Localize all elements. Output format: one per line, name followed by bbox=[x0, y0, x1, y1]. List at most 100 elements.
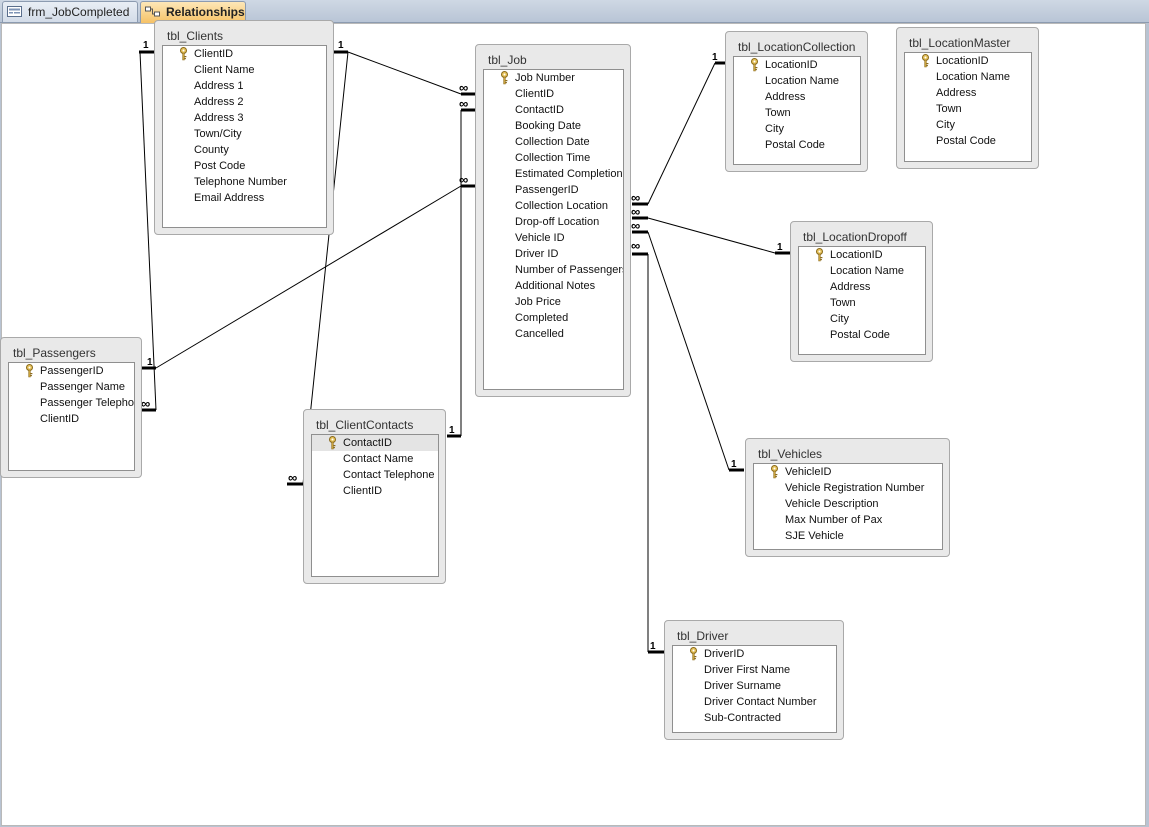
field-name: SJE Vehicle bbox=[785, 530, 844, 542]
field-name: ClientID bbox=[343, 485, 383, 497]
field-name: Cancelled bbox=[515, 328, 564, 340]
field-item[interactable]: Collection Location bbox=[484, 198, 623, 214]
field-item[interactable]: PassengerID bbox=[484, 182, 623, 198]
primary-key-field[interactable]: Job Number bbox=[484, 70, 623, 86]
field-item[interactable]: Town bbox=[905, 101, 1031, 117]
field-item[interactable]: Booking Date bbox=[484, 118, 623, 134]
field-item[interactable]: Town bbox=[799, 295, 925, 311]
field-item[interactable]: ClientID bbox=[312, 483, 438, 499]
field-item[interactable]: Postal Code bbox=[799, 327, 925, 343]
field-item[interactable]: Max Number of Pax bbox=[754, 512, 942, 528]
field-item[interactable]: ContactID bbox=[484, 102, 623, 118]
field-item[interactable]: Vehicle Registration Number bbox=[754, 480, 942, 496]
field-item[interactable]: Address bbox=[799, 279, 925, 295]
field-item[interactable]: Vehicle ID bbox=[484, 230, 623, 246]
field-item[interactable]: Number of Passengers bbox=[484, 262, 623, 278]
field-name: ClientID bbox=[194, 48, 234, 60]
field-name: PassengerID bbox=[515, 184, 579, 196]
field-item[interactable]: Driver Contact Number bbox=[673, 694, 836, 710]
field-item[interactable]: Sub-Contracted bbox=[673, 710, 836, 726]
field-item[interactable]: Address bbox=[734, 89, 860, 105]
field-name: Town bbox=[765, 107, 791, 119]
field-item[interactable]: Passenger Name bbox=[9, 379, 134, 395]
field-item[interactable]: SJE Vehicle bbox=[754, 528, 942, 544]
primary-key-field[interactable]: ClientID bbox=[163, 46, 326, 62]
primary-key-icon bbox=[689, 647, 698, 661]
field-item[interactable]: Client Name bbox=[163, 62, 326, 78]
field-item[interactable]: Collection Time bbox=[484, 150, 623, 166]
field-name: Postal Code bbox=[936, 135, 996, 147]
primary-key-field[interactable]: DriverID bbox=[673, 646, 836, 662]
field-item[interactable]: Drop-off Location bbox=[484, 214, 623, 230]
field-name: ClientID bbox=[40, 413, 80, 425]
field-item[interactable]: Post Code bbox=[163, 158, 326, 174]
field-item[interactable]: Contact Name bbox=[312, 451, 438, 467]
field-item[interactable]: Completed bbox=[484, 310, 623, 326]
field-item[interactable]: Contact Telephone bbox=[312, 467, 438, 483]
field-item[interactable]: City bbox=[905, 117, 1031, 133]
field-item[interactable]: Address 2 bbox=[163, 94, 326, 110]
field-item[interactable]: Vehicle Description bbox=[754, 496, 942, 512]
field-item[interactable]: City bbox=[799, 311, 925, 327]
primary-key-icon bbox=[770, 465, 779, 479]
field-item[interactable]: Collection Date bbox=[484, 134, 623, 150]
field-item[interactable]: Driver ID bbox=[484, 246, 623, 262]
field-item[interactable]: Location Name bbox=[734, 73, 860, 89]
primary-key-field[interactable]: LocationID bbox=[799, 247, 925, 263]
field-item[interactable]: Additional Notes bbox=[484, 278, 623, 294]
field-item[interactable]: ClientID bbox=[9, 411, 134, 427]
field-item[interactable]: Location Name bbox=[905, 69, 1031, 85]
field-item[interactable]: Postal Code bbox=[734, 137, 860, 153]
field-item[interactable]: County bbox=[163, 142, 326, 158]
field-name: Address 2 bbox=[194, 96, 244, 108]
field-name: Estimated Completion bbox=[515, 168, 623, 180]
field-item[interactable]: Passenger Telephone bbox=[9, 395, 134, 411]
field-item[interactable]: Job Price bbox=[484, 294, 623, 310]
field-item[interactable]: Town bbox=[734, 105, 860, 121]
tab-frm-jobcompleted[interactable]: frm_JobCompleted bbox=[2, 1, 138, 22]
field-item[interactable]: Email Address bbox=[163, 190, 326, 206]
primary-key-field[interactable]: LocationID bbox=[734, 57, 860, 73]
field-item[interactable]: Town/City bbox=[163, 126, 326, 142]
field-item[interactable]: Address bbox=[905, 85, 1031, 101]
primary-key-field[interactable]: VehicleID bbox=[754, 464, 942, 480]
field-item[interactable]: Driver First Name bbox=[673, 662, 836, 678]
field-name: Location Name bbox=[936, 71, 1010, 83]
field-item[interactable]: ClientID bbox=[484, 86, 623, 102]
field-item[interactable]: Telephone Number bbox=[163, 174, 326, 190]
field-item[interactable]: Driver Surname bbox=[673, 678, 836, 694]
field-item[interactable]: Cancelled bbox=[484, 326, 623, 342]
field-item[interactable]: City bbox=[734, 121, 860, 137]
field-name: Drop-off Location bbox=[515, 216, 600, 228]
tab-relationships[interactable]: Relationships bbox=[140, 1, 246, 23]
primary-key-field[interactable]: PassengerID bbox=[9, 363, 134, 379]
field-item[interactable]: Location Name bbox=[799, 263, 925, 279]
primary-key-field[interactable]: ContactID bbox=[312, 435, 438, 451]
field-name: Job Price bbox=[515, 296, 561, 308]
field-name: VehicleID bbox=[785, 466, 832, 478]
field-item[interactable]: Estimated Completion bbox=[484, 166, 623, 182]
table-title: tbl_Passengers bbox=[13, 346, 96, 360]
field-item[interactable]: Address 1 bbox=[163, 78, 326, 94]
field-item[interactable]: Postal Code bbox=[905, 133, 1031, 149]
field-item[interactable]: Address 3 bbox=[163, 110, 326, 126]
primary-key-field[interactable]: LocationID bbox=[905, 53, 1031, 69]
